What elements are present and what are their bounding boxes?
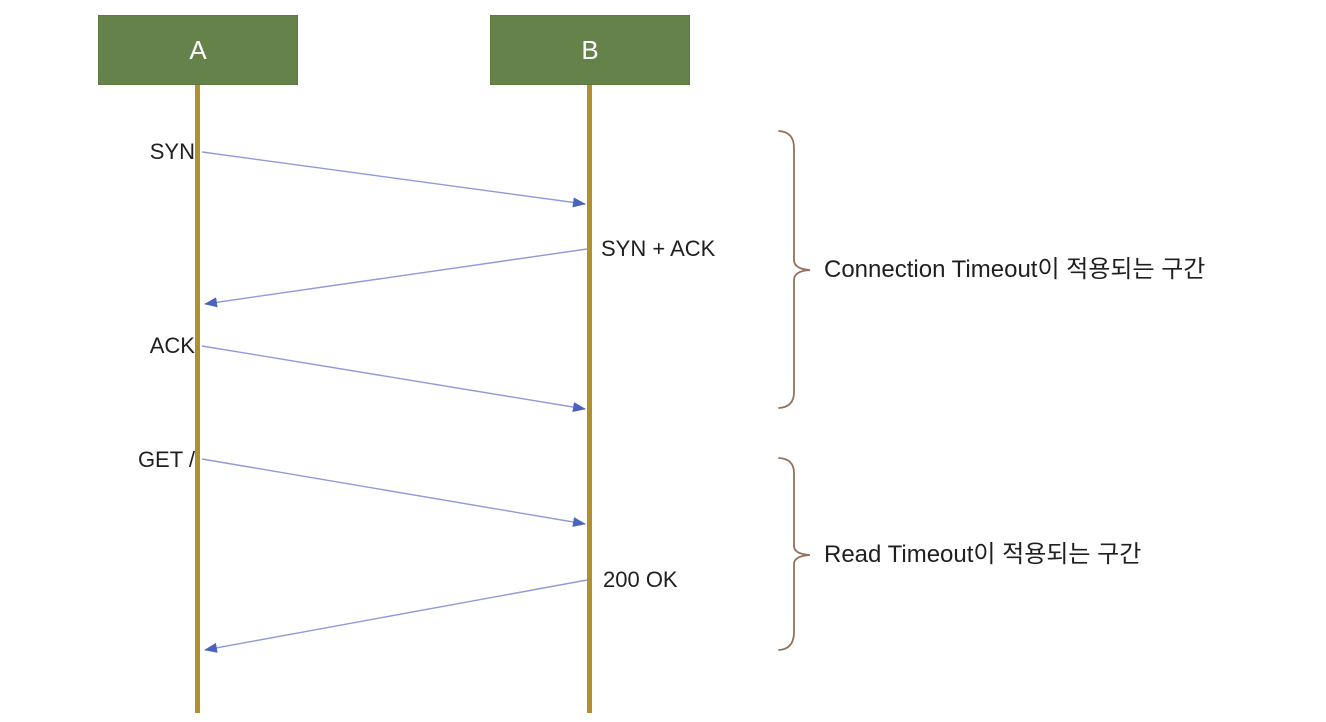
brace-connection-timeout: [778, 130, 811, 409]
actor-box-b: B: [490, 15, 690, 85]
actor-box-a: A: [98, 15, 298, 85]
arrow-syn-a-to-b: [201, 151, 586, 208]
actor-b-label: B: [581, 34, 599, 65]
arrow-synack-b-to-a: [204, 248, 588, 308]
message-label-syn: SYN: [149, 139, 195, 164]
message-label-200-ok: 200 OK: [603, 567, 678, 592]
lifeline-actor-b: [587, 85, 592, 713]
actor-a-label: A: [189, 34, 207, 65]
annotation-read-timeout: Read Timeout이 적용되는 구간: [824, 541, 1142, 568]
message-label-syn-ack: SYN + ACK: [601, 236, 716, 261]
lifeline-actor-a: [195, 85, 200, 713]
arrow-get-a-to-b: [201, 458, 586, 527]
brace-read-timeout: [778, 457, 811, 651]
message-label-ack: ACK: [149, 333, 195, 358]
annotation-connection-timeout: Connection Timeout이 적용되는 구간: [824, 256, 1206, 283]
message-label-get: GET /: [137, 447, 195, 472]
arrow-ack-a-to-b: [201, 345, 586, 412]
arrow-200ok-b-to-a: [204, 579, 588, 653]
